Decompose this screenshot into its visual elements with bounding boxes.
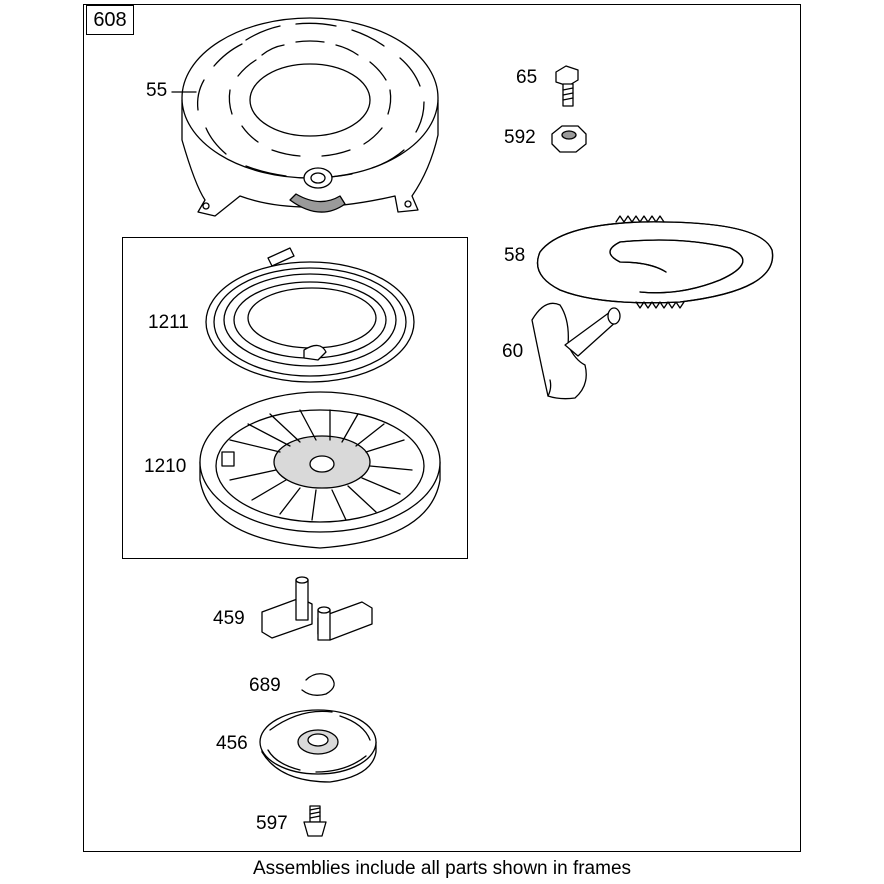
diagram-frame	[83, 4, 801, 852]
retainer-ring-drawing	[301, 673, 335, 696]
assembly-number-box: 608	[86, 5, 134, 35]
part-label-55: 55	[146, 80, 168, 101]
part-label-60: 60	[502, 341, 524, 362]
rewind-spring-drawing	[205, 247, 415, 383]
part-label-597: 597	[256, 813, 288, 834]
kit-frame	[122, 237, 468, 559]
nut-drawing	[551, 125, 587, 153]
pulley-drawing	[199, 391, 441, 549]
pawls-drawing	[261, 576, 373, 641]
part-label-592: 592	[504, 127, 536, 148]
caption: Assemblies include all parts shown in fr…	[252, 858, 632, 879]
ratchet-drawing	[259, 709, 377, 783]
blower-housing-drawing	[181, 17, 439, 217]
ratchet-screw-drawing	[303, 805, 327, 837]
part-label-58: 58	[504, 245, 526, 266]
part-label-65: 65	[516, 67, 538, 88]
part-label-1211: 1211	[148, 312, 189, 333]
screw-drawing	[555, 65, 579, 107]
starter-handle-drawing	[531, 302, 621, 400]
part-label-459: 459	[213, 608, 245, 629]
starter-rope-drawing	[536, 215, 774, 309]
part-label-1210: 1210	[144, 456, 187, 477]
part-label-456: 456	[216, 733, 248, 754]
part-label-689: 689	[249, 675, 281, 696]
